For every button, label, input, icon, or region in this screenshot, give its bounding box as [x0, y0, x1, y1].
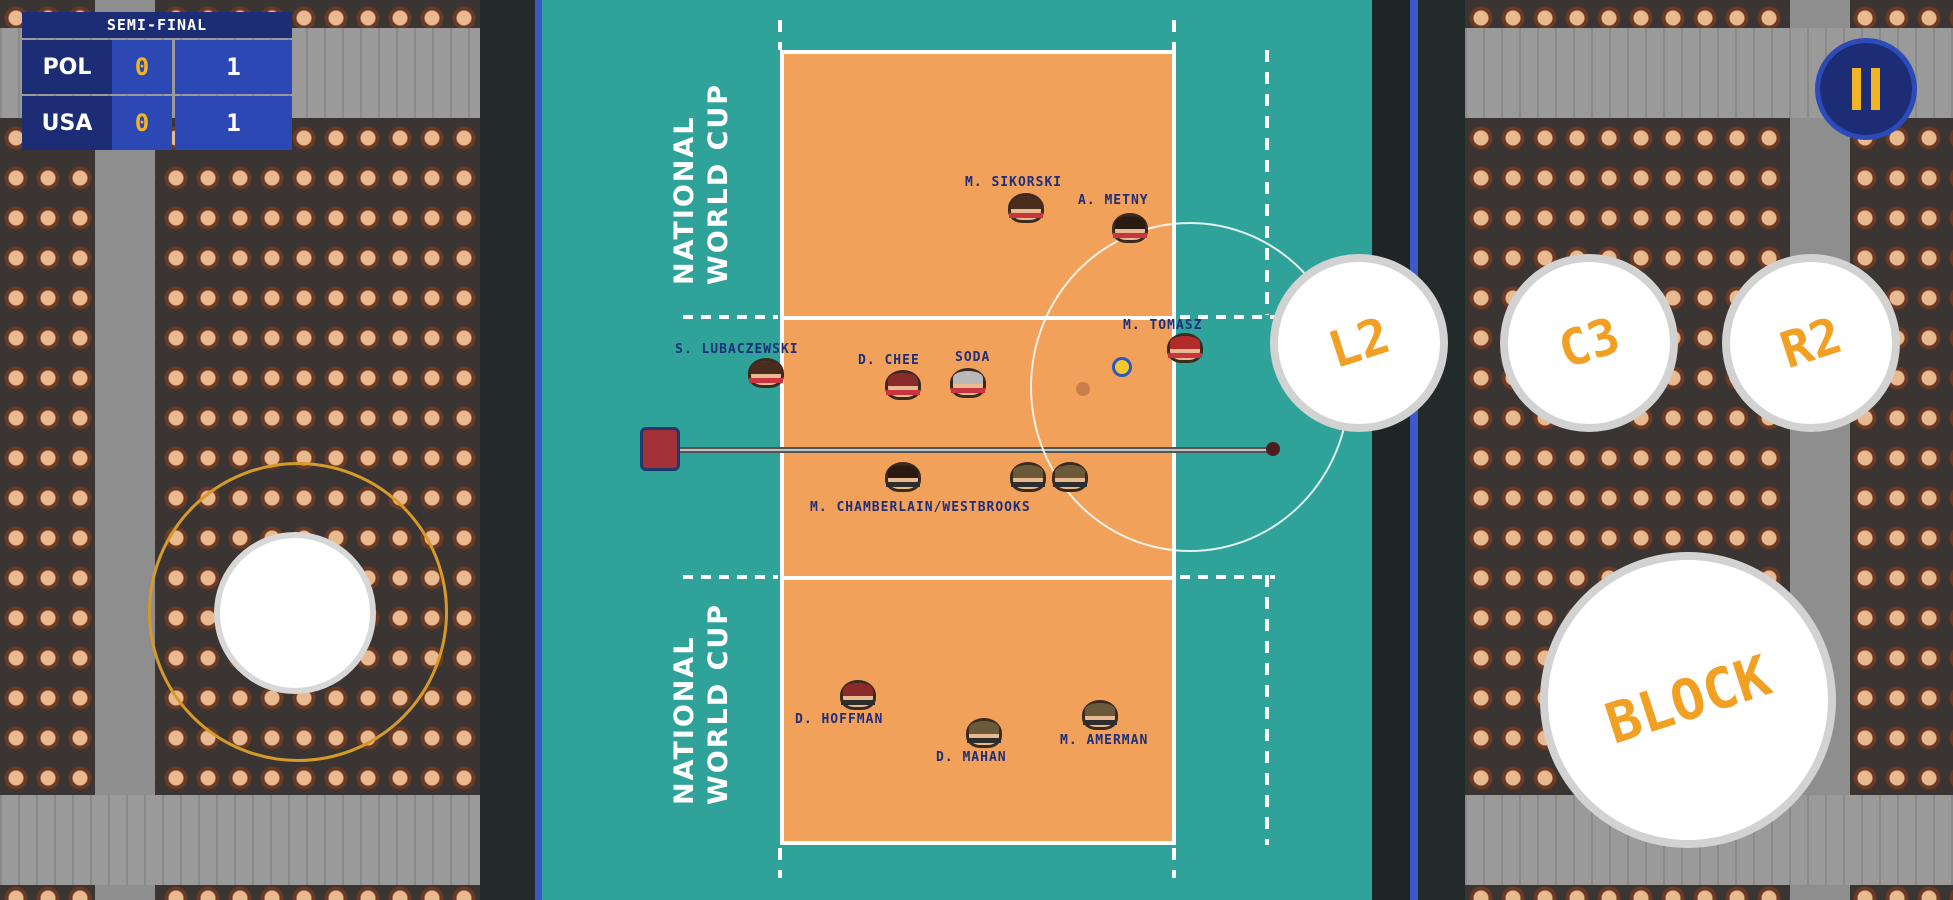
- player-soda: [950, 368, 986, 398]
- right-stands: [1465, 0, 1953, 900]
- attack-line-ext-left-bottom: [683, 575, 778, 579]
- c3-button-label: C3: [1551, 306, 1627, 380]
- floor-text-bottom: NATIONAL WORLD CUP: [668, 603, 736, 805]
- floor-text-top-line2: WORLD CUP: [703, 82, 734, 285]
- round-label: SEMI-FINAL: [22, 12, 292, 38]
- team-points: 1: [175, 96, 292, 150]
- attack-line-ext-left-top: [683, 315, 778, 319]
- left-aisle: [95, 0, 155, 900]
- scoreboard: SEMI-FINAL POL 0 1 USA 0 1: [22, 12, 292, 150]
- sideline-dash-bottom: [1265, 575, 1269, 845]
- player-name-lubaczewski: S. LUBACZEWSKI: [675, 342, 799, 357]
- block-button[interactable]: BLOCK: [1548, 560, 1828, 840]
- left-sideline: [480, 0, 535, 900]
- player-name-amerman: M. AMERMAN: [1060, 733, 1149, 748]
- team-points: 1: [175, 40, 292, 94]
- player-amerman: [1082, 700, 1118, 730]
- score-row-team2: USA 0 1: [22, 96, 292, 150]
- joystick-icon[interactable]: [220, 538, 370, 688]
- player-name-sikorski: M. SIKORSKI: [965, 175, 1063, 190]
- player-mahan: [966, 718, 1002, 748]
- right-sideline: [1418, 0, 1465, 900]
- floor-text-top-line1: NATIONAL: [669, 115, 700, 285]
- team-sets: 0: [112, 96, 172, 150]
- ball-shadow: [1076, 382, 1090, 396]
- left-stands: [0, 0, 480, 900]
- sideline-dash-top: [1265, 50, 1269, 315]
- player-lubaczewski: [748, 358, 784, 388]
- player-metny: [1112, 213, 1148, 243]
- team-sets: 0: [112, 40, 172, 94]
- player-sikorski: [1008, 193, 1044, 223]
- volleyball-icon: [1112, 357, 1132, 377]
- l2-button-label: L2: [1321, 306, 1397, 380]
- pause-button[interactable]: [1815, 38, 1917, 140]
- l2-button[interactable]: L2: [1278, 262, 1440, 424]
- attack-line-top: [784, 316, 1172, 320]
- baseline-mark-tl: [778, 20, 782, 50]
- floor-text-top: NATIONAL WORLD CUP: [668, 83, 736, 285]
- player-net-blocker: [1052, 462, 1088, 492]
- c3-button[interactable]: C3: [1508, 262, 1670, 424]
- right-walkway-bottom: [1465, 795, 1953, 885]
- score-row-team1: POL 0 1: [22, 40, 292, 94]
- player-westbrooks: [1010, 462, 1046, 492]
- player-chamberlain: [885, 462, 921, 492]
- baseline-mark-br: [1172, 848, 1176, 878]
- player-chee: [885, 370, 921, 400]
- r2-button-label: R2: [1773, 306, 1849, 380]
- net-post: [640, 427, 680, 471]
- player-name-net: M. CHAMBERLAIN/WESTBROOKS: [810, 500, 1031, 515]
- block-button-label: BLOCK: [1597, 643, 1779, 757]
- team-name: USA: [22, 96, 112, 150]
- player-name-mahan: D. MAHAN: [936, 750, 1007, 765]
- player-name-metny: A. METNY: [1078, 193, 1149, 208]
- player-name-hoffman: D. HOFFMAN: [795, 712, 884, 727]
- right-arena-border: [1410, 0, 1418, 900]
- baseline-mark-tr: [1172, 20, 1176, 50]
- attack-line-bottom: [784, 576, 1172, 580]
- pause-icon-bar-2: [1871, 68, 1880, 110]
- pause-icon: [1852, 68, 1861, 110]
- r2-button[interactable]: R2: [1730, 262, 1892, 424]
- baseline-mark-bl: [778, 848, 782, 878]
- floor-text-bottom-line1: NATIONAL: [669, 635, 700, 805]
- player-tomasz: [1167, 333, 1203, 363]
- player-name-chee: D. CHEE: [858, 353, 920, 368]
- left-walkway-bottom: [0, 795, 480, 885]
- attack-line-ext-right-bottom: [1180, 575, 1275, 579]
- player-name-soda: SODA: [955, 350, 991, 365]
- team-name: POL: [22, 40, 112, 94]
- joystick-ring[interactable]: [148, 462, 448, 762]
- floor-text-bottom-line2: WORLD CUP: [703, 602, 734, 805]
- left-arena-border: [535, 0, 543, 900]
- player-name-tomasz: M. TOMASZ: [1123, 318, 1203, 333]
- player-hoffman: [840, 680, 876, 710]
- volleyball-net: [680, 447, 1275, 453]
